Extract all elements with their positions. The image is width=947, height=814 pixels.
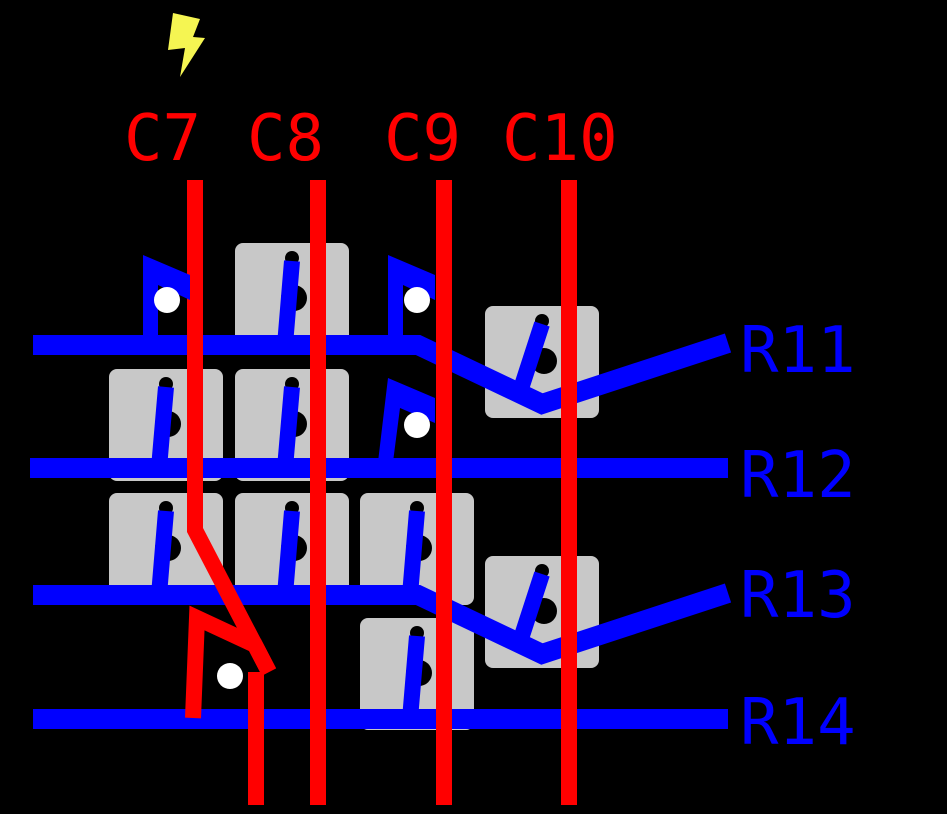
column-labels: C7 C8 C9 C10: [124, 102, 618, 176]
unpopulated-switch-dot: [404, 412, 430, 438]
column-bypass-hook: [185, 605, 277, 719]
column-label-c8: C8: [247, 102, 324, 176]
lightning-bolt-icon: [168, 13, 205, 77]
row-bypass-hook: [143, 255, 190, 338]
row-stub: [277, 260, 300, 346]
column-label-c7: C7: [124, 102, 201, 176]
row-stub: [277, 386, 300, 469]
bypass-hooks: [143, 255, 435, 719]
row-bypass-hook: [388, 255, 435, 338]
column-traces: [187, 180, 577, 805]
row-label-r12: R12: [740, 439, 856, 513]
row-stubs: [151, 260, 550, 720]
unpopulated-switch-dot: [217, 663, 243, 689]
unpopulated-switch-dot: [404, 287, 430, 313]
row-stub: [151, 386, 174, 469]
row-label-r13: R13: [740, 559, 856, 633]
row-stub: [402, 510, 425, 596]
column-label-c10: C10: [502, 102, 618, 176]
row-labels: R11 R12 R13 R14: [740, 314, 856, 760]
column-label-c9: C9: [384, 102, 461, 176]
row-stub: [151, 510, 174, 596]
unpopulated-switch-dot: [154, 287, 180, 313]
row-bypass-hook: [378, 378, 435, 462]
row-stub: [277, 510, 300, 596]
column-trace-c7: [187, 180, 277, 676]
row-label-r14: R14: [740, 686, 856, 760]
row-label-r11: R11: [740, 314, 856, 388]
unpopulated-dots: [154, 287, 430, 689]
row-trace-r11: [33, 333, 732, 415]
row-stub: [402, 635, 425, 720]
